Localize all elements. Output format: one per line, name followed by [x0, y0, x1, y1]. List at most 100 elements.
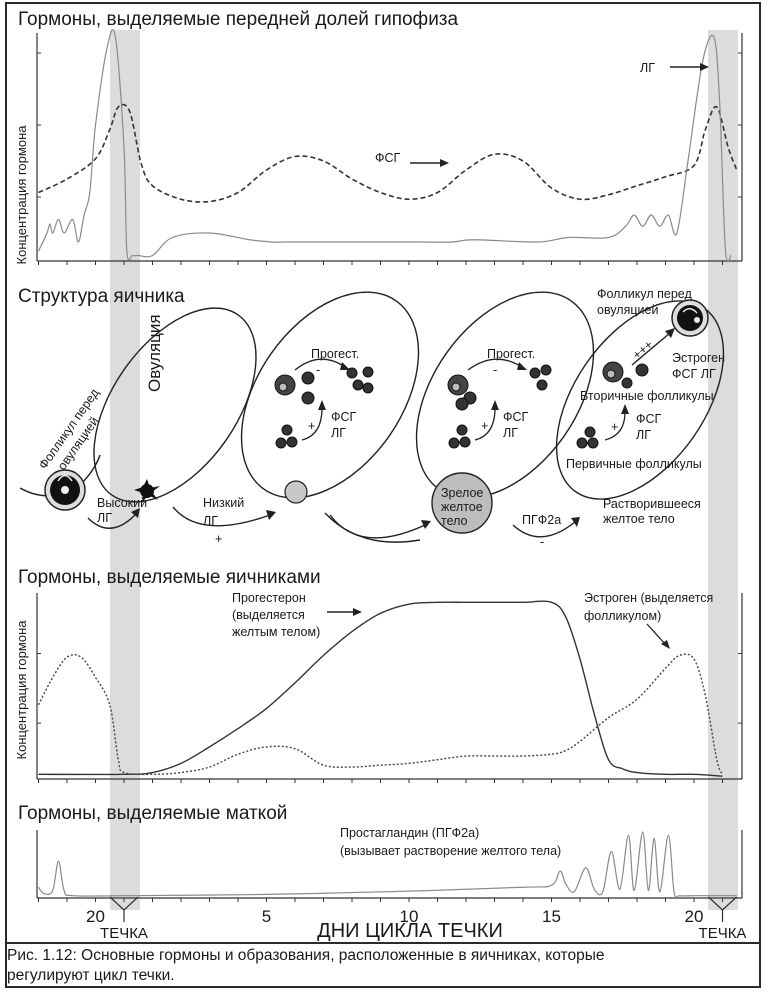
- arrow-to-mature-cl-head: [421, 520, 431, 529]
- panel3-plot: [36, 593, 743, 783]
- estrus-label: ТЕЧКА: [100, 925, 148, 942]
- label-lh-1: ЛГ: [331, 426, 346, 440]
- series-line-Простагландин (ПГФ2а): [38, 831, 737, 898]
- label-high: Высокий: [97, 496, 147, 510]
- arrow-progest-1-head: [340, 362, 350, 370]
- lh-arrowhead: [700, 63, 709, 71]
- estrogen-arrowhead: [661, 640, 670, 649]
- ovary-tail-3: [324, 512, 421, 543]
- series-line-Эстроген: [37, 653, 724, 776]
- corpus-luteum-mature: [431, 472, 493, 534]
- label-high-lh: ЛГ: [97, 511, 112, 525]
- label-progest-2: Прогест.: [487, 347, 535, 361]
- figure-frame: [5, 2, 761, 988]
- fsh-arrowhead: [440, 159, 449, 167]
- x-tick-label: 15: [542, 907, 561, 926]
- label-estrogen: Эстроген: [672, 351, 725, 365]
- arrow-to-follicle-right: [631, 332, 671, 366]
- estrus-marker-icon: [708, 896, 737, 922]
- arrow-high-lh: [87, 514, 136, 529]
- arrow-low-lh: [172, 506, 271, 527]
- series-line-ЛГ: [37, 29, 732, 263]
- x-axis-label: ДНИ ЦИКЛА ТЕЧКИ: [317, 920, 503, 942]
- arrow-to-mature-cl: [329, 514, 426, 539]
- panel3-ylabel: Концентрация гормона: [14, 620, 29, 760]
- label-estrogen-2: фолликулом): [584, 609, 661, 623]
- label-triple-plus: +++: [630, 337, 656, 362]
- label-fsh-2: ФСГ: [503, 410, 529, 424]
- label-ovulation: Овуляция: [145, 314, 164, 392]
- label-progesterone-2: (выделяется: [232, 608, 305, 622]
- follicle-cluster-2: [274, 366, 374, 449]
- label-progest-1: Прогест.: [311, 347, 359, 361]
- panel1-ylabel: Концентрация гормона: [14, 125, 29, 265]
- label-fsh-1-plus: +: [308, 419, 315, 433]
- x-tick-label: 20: [86, 907, 105, 926]
- estrogen-arrow: [646, 623, 666, 645]
- label-fsh-2-plus: +: [481, 419, 488, 433]
- label-pgf2a-1: Простагландин (ПГФ2а): [340, 826, 479, 840]
- lh-label: ЛГ: [640, 61, 655, 75]
- follicle-preovulatory-left: [44, 469, 86, 511]
- caption-line-1: Рис. 1.12: Основные гормоны и образовани…: [7, 947, 605, 964]
- label-mature-cl-3: тело: [441, 514, 468, 528]
- arrow-low-lh-head: [266, 510, 276, 520]
- label-fsh-1: ФСГ: [331, 410, 357, 424]
- x-tick-label: 5: [262, 907, 271, 926]
- label-dissolved-cl-1: Растворившееся: [603, 497, 701, 511]
- label-primary-follicles: Первичные фолликулы: [566, 457, 702, 471]
- label-progest-1-minus: -: [316, 363, 320, 377]
- corpus-luteum-young: [284, 480, 308, 504]
- arrow-progest-2-head: [517, 362, 527, 370]
- arrow-to-follicle-right-head: [665, 328, 675, 338]
- arrow-fsh-2: [474, 407, 496, 441]
- panel4-plot: [36, 830, 743, 902]
- panel3-title: Гормоны, выделяемые яичниками: [18, 567, 321, 588]
- label-mature-cl-2: желтое: [441, 500, 483, 514]
- panel4-title: Гормоны, выделяемые маткой: [18, 803, 287, 824]
- progesterone-arrowhead: [353, 608, 362, 616]
- panel1-plot: [36, 29, 743, 265]
- arrow-pgf2a-head: [571, 517, 580, 527]
- series-line-ФСГ: [38, 103, 738, 203]
- label-lh-2: ЛГ: [503, 426, 518, 440]
- arrow-fsh-3: [604, 411, 626, 441]
- panel2-title: Структура яичника: [18, 286, 185, 307]
- label-progesterone-3: желтым телом): [232, 625, 320, 639]
- caption-line-2: регулируют цикл течки.: [7, 967, 175, 984]
- panel1-title: Гормоны, выделяемые передней долей гипоф…: [18, 9, 459, 30]
- label-lh-3: ЛГ: [636, 428, 651, 442]
- arrow-progest-1: [294, 358, 346, 371]
- label-estrogen-fsh-lh: ФСГ ЛГ: [672, 367, 716, 381]
- follicle-preovulatory-right: [671, 299, 709, 337]
- label-dissolved-cl-2: желтое тело: [603, 512, 675, 526]
- arrow-fsh-1: [301, 407, 323, 441]
- arrow-fsh-1-head: [318, 400, 326, 410]
- caption-divider: [5, 942, 761, 944]
- label-follicle-right-1: Фолликул перед: [597, 287, 692, 301]
- label-progest-2-minus: -: [493, 363, 497, 377]
- label-low: Низкий: [203, 496, 244, 510]
- label-low-plus: +: [215, 532, 222, 546]
- follicle-cluster-4: [576, 361, 649, 449]
- arrow-fsh-2-head: [491, 400, 499, 410]
- estrus-band-right: [708, 30, 738, 910]
- arrow-progest-2: [467, 358, 523, 371]
- label-pgf2a-minus: -: [540, 535, 544, 549]
- arrow-fsh-3-head: [621, 404, 629, 414]
- x-tick-label: 20: [685, 907, 704, 926]
- label-mature-cl-1: Зрелое: [441, 486, 483, 500]
- label-pgf2a-2: (вызывает растворение желтого тела): [340, 844, 561, 858]
- estrus-marker-icon: [109, 896, 139, 922]
- arrow-pgf2a: [512, 521, 576, 538]
- label-follicle-right-2: овуляцией: [597, 303, 658, 317]
- label-progesterone-1: Прогестерон: [232, 591, 306, 605]
- series-line-Прогестерон: [38, 600, 723, 777]
- figure-caption: Рис. 1.12: Основные гормоны и образовани…: [7, 946, 757, 986]
- ovary-outline-1: [93, 307, 257, 503]
- label-estrogen-1: Эстроген (выделяется: [584, 591, 713, 605]
- follicle-cluster-3: [447, 364, 552, 449]
- ovary-outline-2: [240, 291, 420, 499]
